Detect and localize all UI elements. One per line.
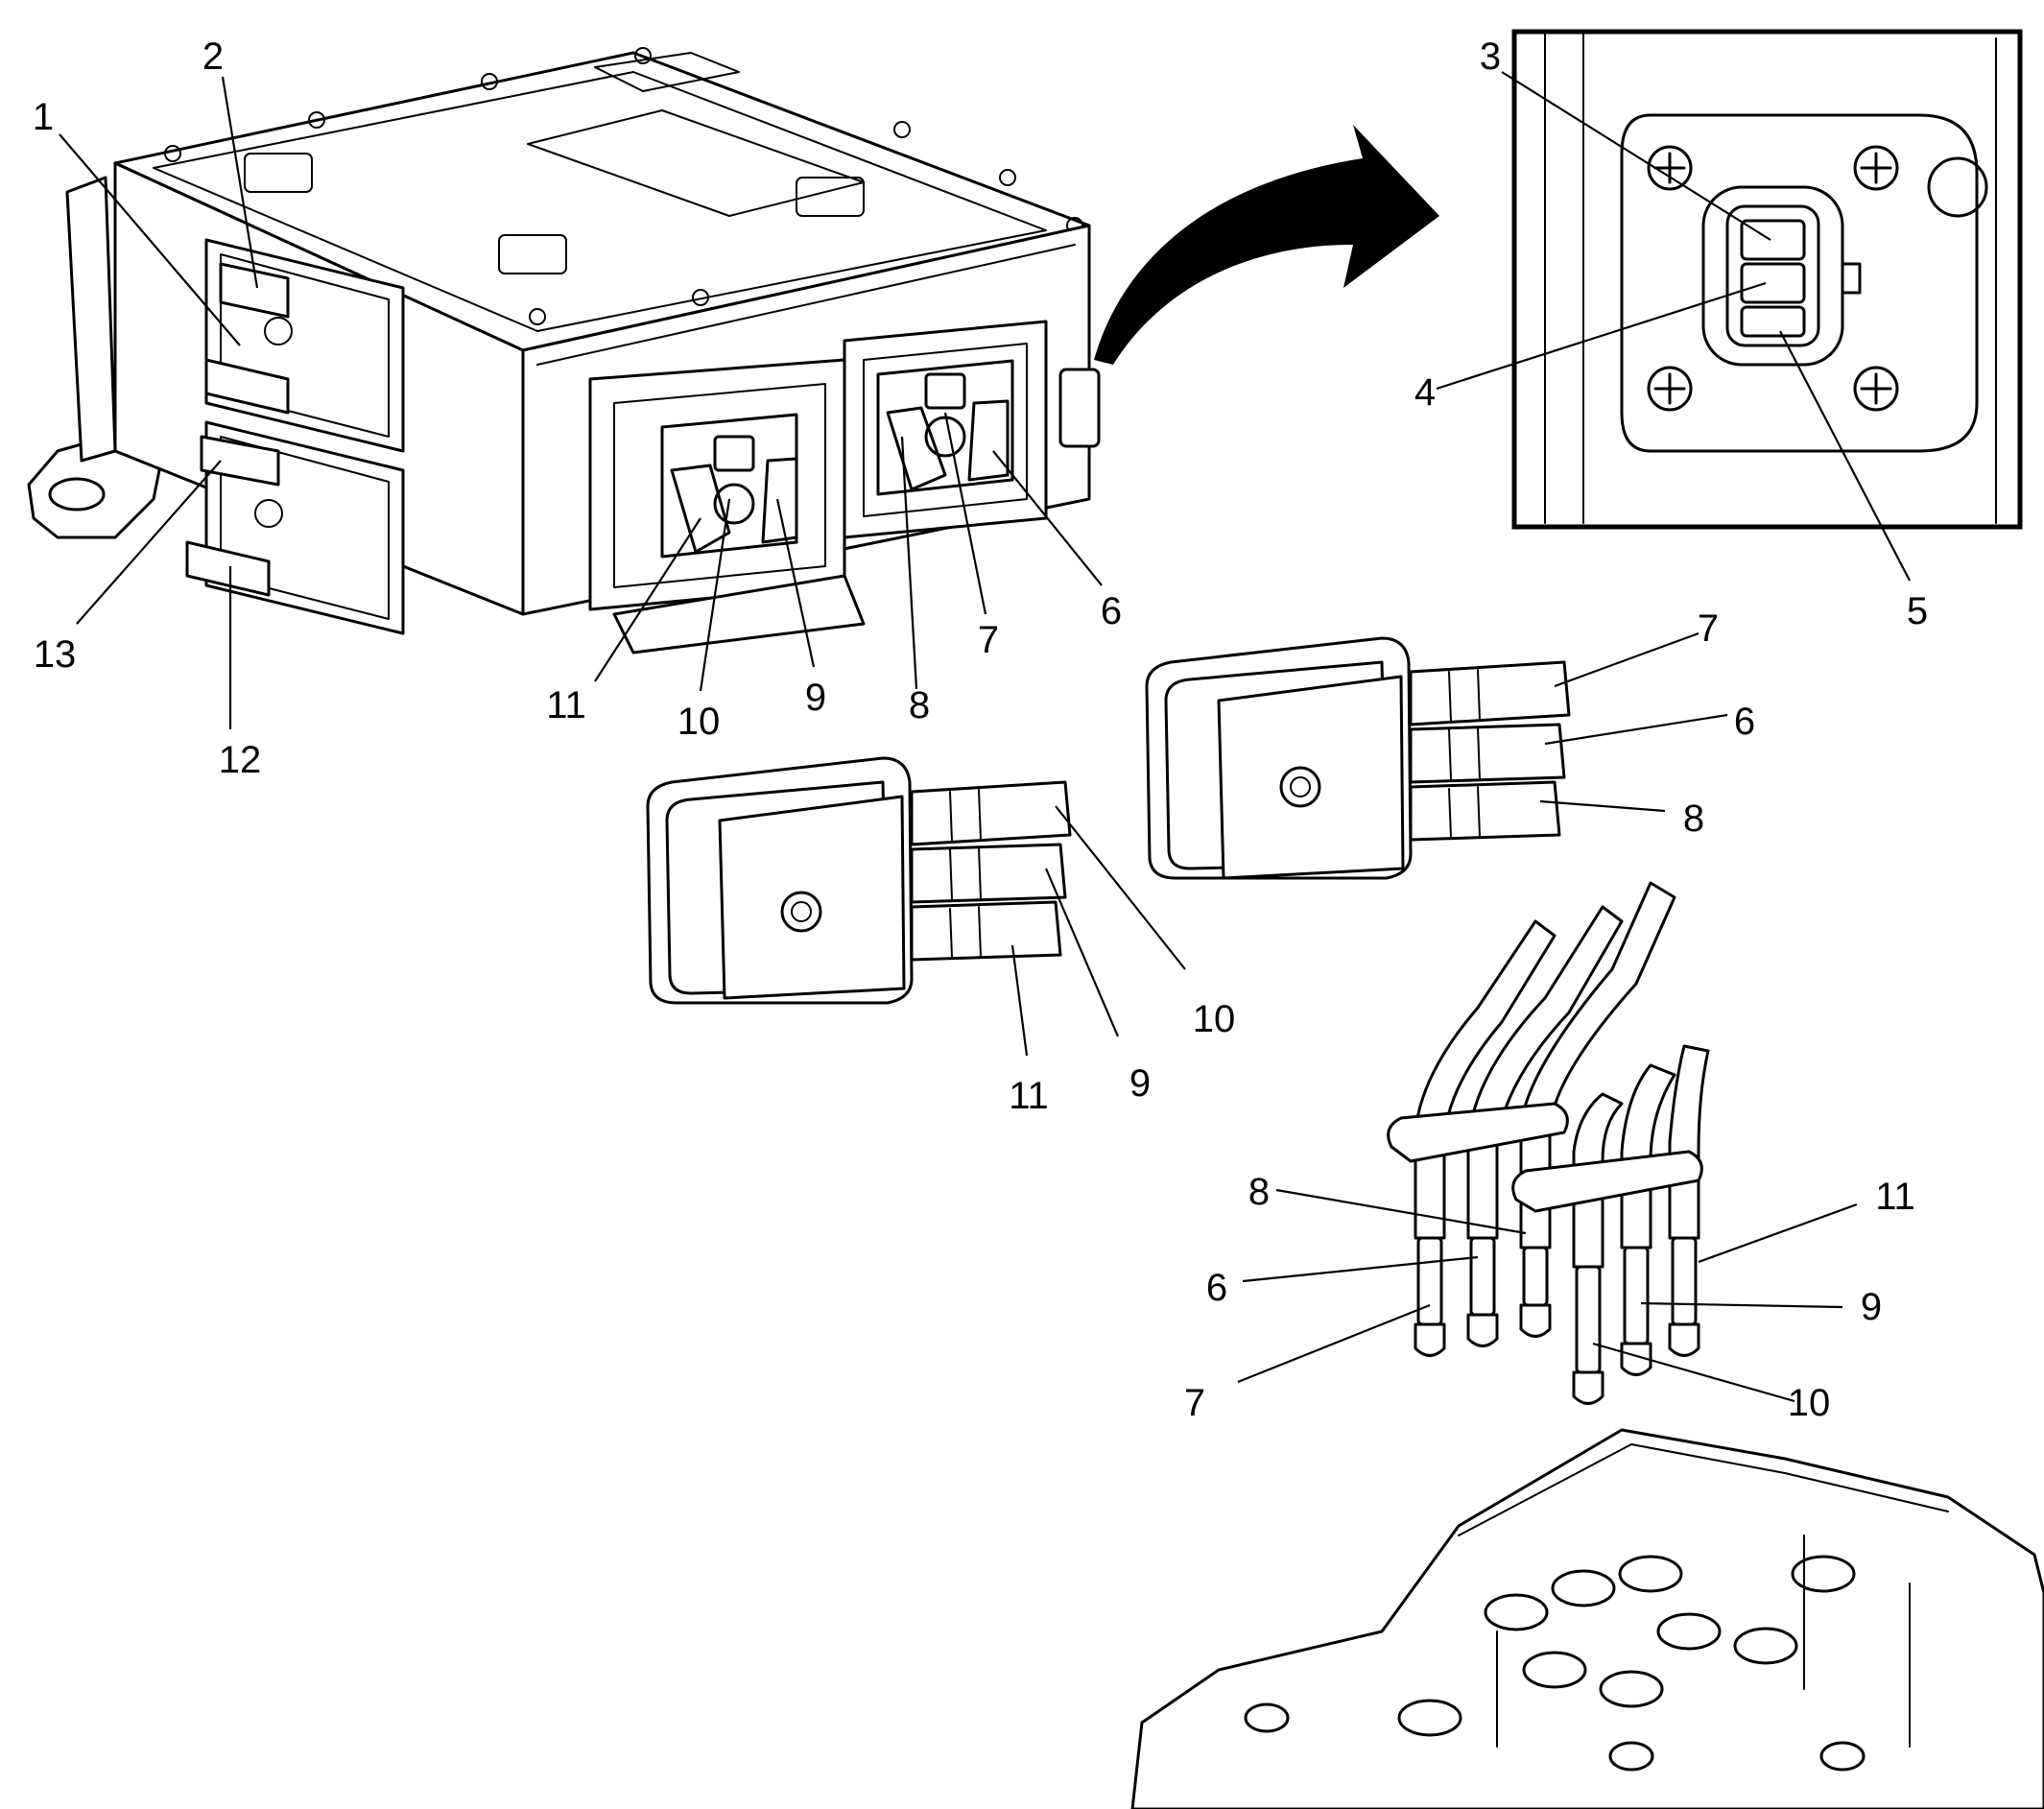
- callout-9-cover: 9: [1129, 1062, 1151, 1105]
- callout-10-cover: 10: [1193, 998, 1236, 1040]
- callout-4: 4: [1414, 371, 1436, 414]
- callout-12: 12: [219, 739, 262, 781]
- cable-cover-6-7-8: [1145, 636, 1571, 880]
- callout-7-bundle: 7: [1184, 1382, 1205, 1424]
- connector-detail-inset: [1511, 29, 2023, 530]
- callout-13: 13: [34, 633, 77, 676]
- transmission-housing: [1130, 1428, 2044, 1809]
- detail-view-arrow: [1094, 125, 1439, 365]
- callout-labels: 1 2 3 4 5 6 7 8 9 10 11 12 13 7 6 8 10 9…: [33, 36, 1928, 1424]
- callout-7-cover: 7: [1698, 607, 1719, 650]
- cable-cover-9-10-11: [646, 756, 1072, 1005]
- callout-8-cover: 8: [1683, 797, 1704, 840]
- callout-9-bundle: 9: [1861, 1286, 1882, 1328]
- callout-7-top: 7: [978, 619, 999, 661]
- callout-6-bundle: 6: [1206, 1267, 1227, 1309]
- callout-5: 5: [1907, 590, 1928, 632]
- callout-11-top: 11: [546, 684, 586, 726]
- cable-bundle-with-terminal-lugs: [1387, 881, 1710, 1405]
- callout-9-top: 9: [805, 677, 826, 719]
- callout-8-bundle: 8: [1248, 1171, 1270, 1213]
- callout-10-bundle: 10: [1788, 1382, 1831, 1424]
- callout-3: 3: [1480, 36, 1501, 78]
- callout-2: 2: [202, 36, 224, 78]
- callout-1: 1: [33, 96, 54, 138]
- power-inverter-module: [27, 47, 1101, 655]
- callout-6-cover: 6: [1734, 701, 1755, 743]
- leader-lines: [59, 71, 1911, 1403]
- callout-10-top: 10: [677, 701, 721, 743]
- callout-11-cover: 11: [1009, 1075, 1049, 1117]
- callout-11-bundle: 11: [1875, 1176, 1915, 1218]
- callout-6-top: 6: [1101, 590, 1122, 632]
- callout-8-top: 8: [909, 684, 930, 726]
